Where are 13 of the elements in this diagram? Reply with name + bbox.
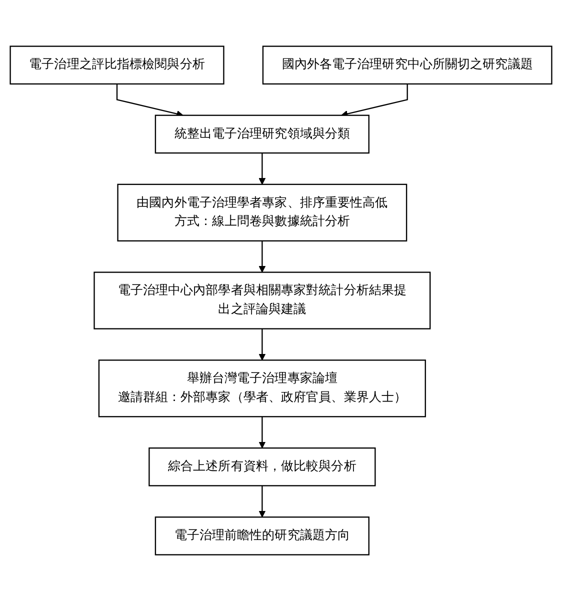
node-box: 統整出電子治理研究領域與分類	[154, 114, 370, 154]
node-box: 電子治理前瞻性的研究議題方向	[154, 516, 370, 556]
node-box: 電子治理之評比指標檢閱與分析	[10, 46, 224, 85]
arrow	[258, 328, 266, 360]
node-box: 由國內外電子治理學者專家、排序重要性高低 方式：線上問卷與數據統計分析	[117, 184, 408, 242]
arrow	[258, 486, 266, 518]
node-box: 電子治理中心內部學者與相關專家對統計分析結果提出之評論與建議	[94, 272, 431, 330]
node-box: 綜合上述所有資料，做比較與分析	[148, 447, 376, 486]
arrow	[258, 416, 266, 448]
arrow	[258, 152, 266, 185]
arrow	[258, 240, 266, 273]
node-box: 國內外各電子治理研究中心所關切之研究議題	[262, 46, 552, 85]
node-box: 舉辦台灣電子治理專家論壇 邀請群組：外部專家（學者、政府官員、業界人士）	[98, 360, 426, 418]
